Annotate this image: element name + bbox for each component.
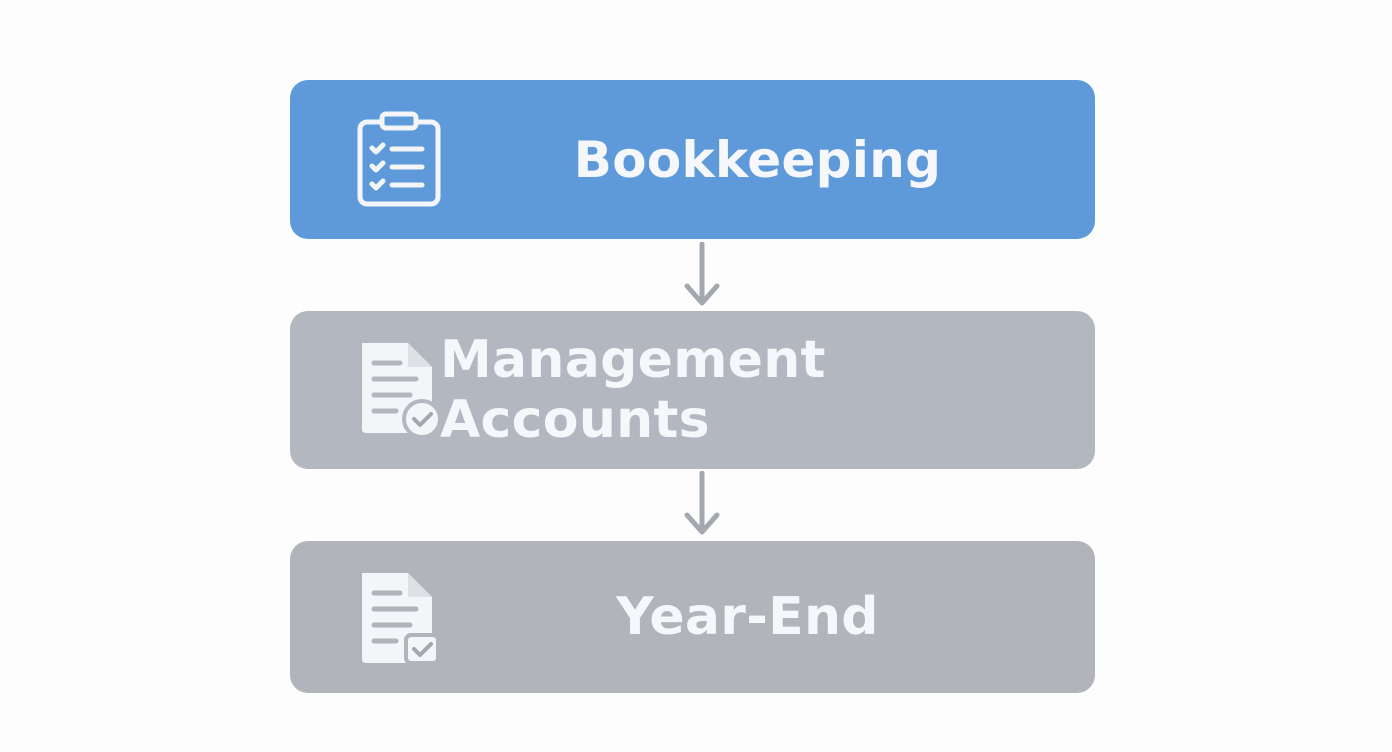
document-check-icon: [356, 339, 442, 439]
step-year-end: Year-End: [290, 541, 1095, 693]
step-bookkeeping: Bookkeeping: [290, 80, 1095, 239]
down-arrow-icon: [682, 471, 722, 537]
down-arrow-icon: [682, 242, 722, 308]
step-label: Year-End: [616, 587, 879, 647]
step-management-accounts: Management Accounts: [290, 311, 1095, 469]
document-check-icon: [356, 569, 442, 669]
step-label: Management Accounts: [440, 330, 826, 450]
clipboard-checklist-icon: [356, 110, 442, 210]
step-label: Bookkeeping: [573, 130, 942, 189]
